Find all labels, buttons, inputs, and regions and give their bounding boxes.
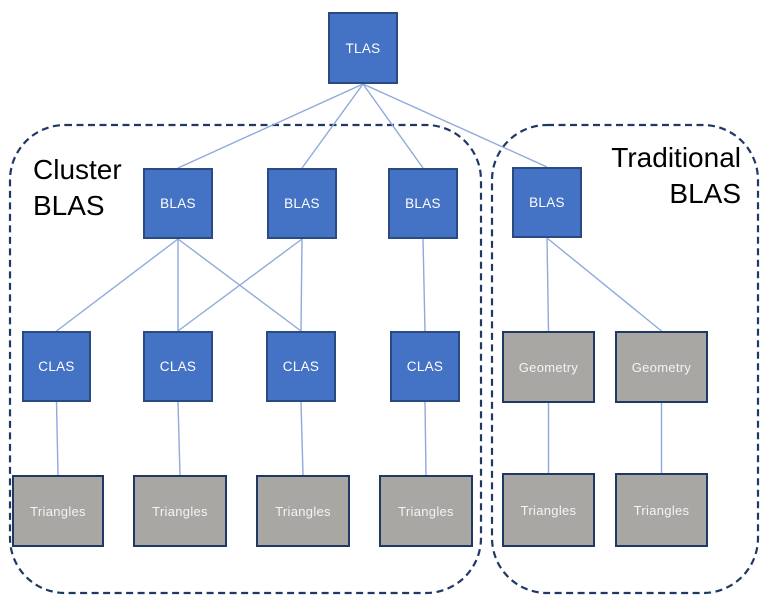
node-clas-1: CLAS	[22, 331, 91, 402]
edge-blas-4-geometry-1	[546, 237, 550, 332]
node-triangles-4: Triangles	[379, 475, 473, 547]
section-outline-cluster-blas	[8, 123, 483, 595]
section-outline-traditional-blas	[490, 123, 760, 595]
node-blas-3: BLAS	[388, 168, 458, 239]
node-tlas: TLAS	[328, 12, 398, 84]
edge-tlas-blas-1	[177, 83, 364, 169]
node-clas-3: CLAS	[266, 331, 336, 402]
edge-tlas-blas-3	[362, 83, 424, 169]
node-triangles-5: Triangles	[502, 473, 595, 547]
edge-blas-1-clas-1	[56, 238, 179, 332]
edge-clas-1-triangles-1	[55, 401, 59, 476]
node-clas-4: CLAS	[390, 331, 460, 402]
node-blas-1: BLAS	[143, 168, 213, 239]
node-geometry-2: Geometry	[615, 331, 708, 403]
node-blas-4: BLAS	[512, 167, 582, 238]
edge-tlas-blas-4	[362, 83, 548, 168]
section-label-cluster-blas: Cluster BLAS	[33, 154, 122, 221]
edge-clas-4-triangles-4	[424, 401, 427, 476]
edge-clas-3-triangles-3	[300, 401, 304, 476]
node-triangles-6: Triangles	[615, 473, 708, 547]
edge-blas-2-clas-3	[300, 238, 303, 332]
node-triangles-2: Triangles	[133, 475, 227, 547]
node-geometry-1: Geometry	[502, 331, 595, 403]
edge-blas-3-clas-4	[422, 238, 426, 332]
section-label-traditional-blas: Traditional BLAS	[611, 142, 741, 209]
node-blas-2: BLAS	[267, 168, 337, 239]
edge-blas-4-geometry-2	[546, 237, 662, 332]
node-clas-2: CLAS	[143, 331, 213, 402]
node-triangles-3: Triangles	[256, 475, 350, 547]
edge-blas-2-clas-2	[177, 238, 303, 332]
edge-clas-2-triangles-2	[177, 401, 181, 476]
node-triangles-1: Triangles	[12, 475, 104, 547]
edge-tlas-blas-2	[301, 83, 364, 169]
